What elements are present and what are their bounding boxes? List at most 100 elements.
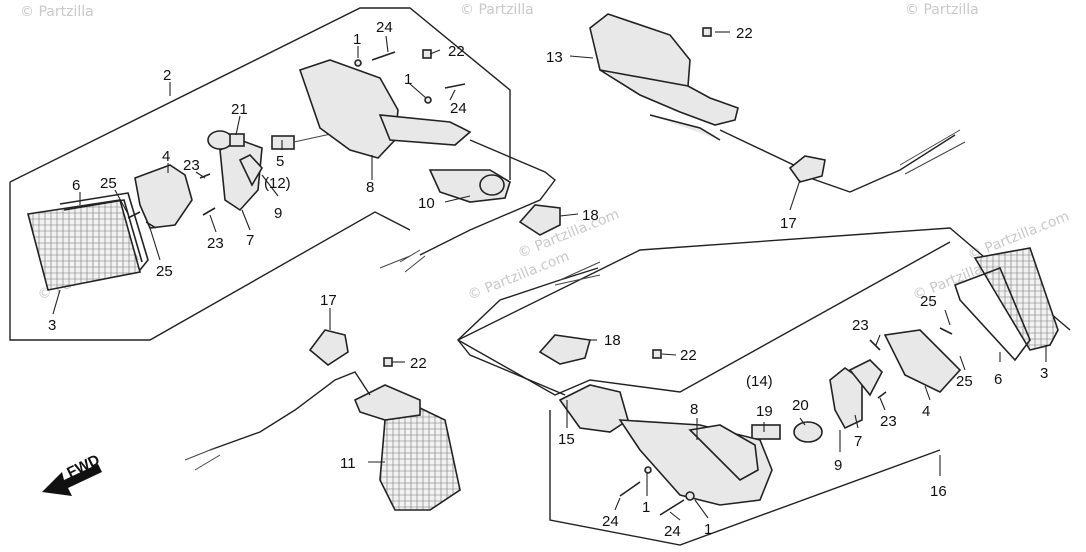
grommet-part xyxy=(538,334,592,365)
leader-line xyxy=(854,414,859,429)
lens-part xyxy=(379,407,461,511)
grommet-part xyxy=(788,155,826,183)
reflector-part xyxy=(134,164,193,229)
leader-line xyxy=(789,179,801,211)
leader-line xyxy=(799,417,806,426)
gasket-part xyxy=(953,266,1031,362)
callout-8: 8 xyxy=(690,401,698,418)
callout-24: 24 xyxy=(664,523,681,540)
callout-3: 3 xyxy=(1040,365,1048,382)
callout-1: 1 xyxy=(353,31,361,48)
leader-line xyxy=(669,511,681,521)
nut-part xyxy=(383,357,393,367)
screw-part xyxy=(619,481,641,497)
wire xyxy=(719,129,956,193)
wire xyxy=(184,447,221,471)
fwd-indicator: FWD xyxy=(42,451,103,496)
watermark-layer: © Partzilla © Partzilla © Partzilla © Pa… xyxy=(20,2,1072,304)
leader-line xyxy=(559,213,579,217)
wire xyxy=(419,139,556,256)
callout-24: 24 xyxy=(602,513,619,530)
callout-24: 24 xyxy=(450,100,467,117)
screw-part xyxy=(145,221,157,229)
callout-23: 23 xyxy=(852,317,869,334)
callout-22: 22 xyxy=(448,43,465,60)
top-right-assembly xyxy=(569,13,966,211)
bulb-part xyxy=(207,130,233,150)
housing-part xyxy=(298,59,399,159)
leader-line xyxy=(195,171,206,179)
housing-part xyxy=(558,384,629,433)
callout-labels: 2 6 25 4 23 21 5 (12) 9 7 23 25 3 1 24 2… xyxy=(48,19,1048,540)
gasket-part xyxy=(59,192,149,271)
callout-17: 17 xyxy=(320,292,337,309)
leader-line xyxy=(875,334,881,346)
grommet-part xyxy=(518,204,561,236)
callout-25: 25 xyxy=(156,263,173,280)
callout-20: 20 xyxy=(792,397,809,414)
nut-part xyxy=(702,27,712,37)
screw-part xyxy=(199,173,211,179)
top-left-assembly xyxy=(9,7,579,341)
leader-line xyxy=(661,353,677,356)
wire xyxy=(899,129,966,175)
callout-22: 22 xyxy=(680,347,697,364)
screw-part xyxy=(371,51,396,61)
leader-line xyxy=(449,89,456,101)
callout-6: 6 xyxy=(994,371,1002,388)
callout-18: 18 xyxy=(604,332,621,349)
socket-part xyxy=(238,154,263,187)
callout-23: 23 xyxy=(880,413,897,430)
callout-7: 7 xyxy=(246,232,254,249)
leader-line xyxy=(429,49,441,55)
callout-6: 6 xyxy=(72,177,80,194)
screw-part xyxy=(202,207,216,216)
callout-22: 22 xyxy=(410,355,427,372)
callout-10: 10 xyxy=(418,195,435,212)
leader-line xyxy=(444,195,471,203)
callout-25: 25 xyxy=(920,293,937,310)
callout-24: 24 xyxy=(376,19,393,36)
nut-part xyxy=(422,49,432,59)
socket-part xyxy=(848,359,883,397)
callout-21: 21 xyxy=(231,101,248,118)
bottom-left-assembly xyxy=(184,308,461,511)
leader-line xyxy=(614,497,621,511)
rubber-part xyxy=(428,169,511,203)
screw-part xyxy=(444,83,466,89)
callout-12: (12) xyxy=(264,175,291,192)
callout-18: 18 xyxy=(582,207,599,224)
callout-1: 1 xyxy=(404,71,412,88)
socket-part xyxy=(829,366,863,430)
callout-16: 16 xyxy=(930,483,947,500)
stay-part xyxy=(378,114,472,146)
bulb-part xyxy=(229,133,245,147)
leader-line xyxy=(879,397,886,411)
leader-line xyxy=(944,309,951,326)
callout-17: 17 xyxy=(780,215,797,232)
washer-part xyxy=(685,491,695,501)
reflector-part xyxy=(883,329,962,393)
callout-14: (14) xyxy=(746,373,773,390)
rubber-part xyxy=(479,174,505,196)
callout-3: 3 xyxy=(48,317,56,334)
leader-line xyxy=(114,189,129,215)
leader-line xyxy=(385,35,389,53)
leader-line xyxy=(209,214,217,233)
leader-line xyxy=(569,55,594,59)
leader-line xyxy=(959,355,966,371)
callout-19: 19 xyxy=(756,403,773,420)
leader-line xyxy=(235,115,241,136)
screw-part xyxy=(869,339,881,351)
bulb-part xyxy=(271,135,295,150)
bulb-part xyxy=(751,424,781,440)
wire xyxy=(554,261,601,286)
callout-5: 5 xyxy=(276,153,284,170)
callout-9: 9 xyxy=(834,457,842,474)
group-bracket xyxy=(9,7,511,341)
housing-part xyxy=(688,424,759,481)
callout-1: 1 xyxy=(642,499,650,516)
callout-23: 23 xyxy=(207,235,224,252)
lens-part xyxy=(26,199,142,291)
callout-25: 25 xyxy=(100,175,117,192)
